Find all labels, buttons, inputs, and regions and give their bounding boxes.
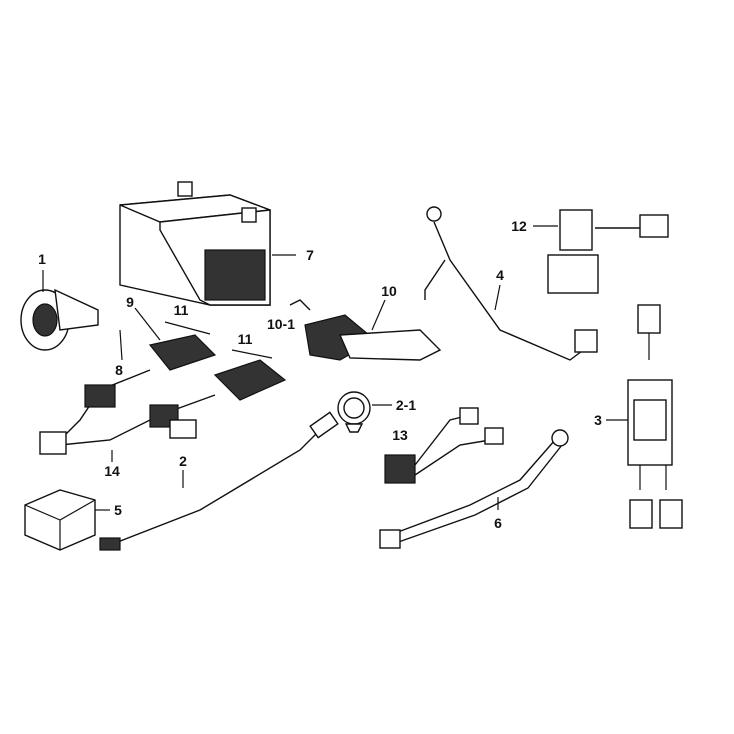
callout-7: 7: [306, 247, 314, 263]
relay-bracket-10: [289, 299, 442, 361]
callout-2: 2: [179, 453, 187, 469]
battery-cable-6: [379, 429, 569, 549]
callout-14: 14: [104, 463, 120, 479]
callout-13: 13: [392, 427, 408, 443]
callout-5: 5: [114, 502, 122, 518]
relay-box-5: [24, 489, 110, 551]
battery: [119, 181, 296, 306]
callout-4: 4: [496, 267, 504, 283]
bolt-8: [119, 329, 123, 361]
regulator-harness: [39, 369, 216, 462]
callout-10: 10: [381, 283, 397, 299]
relay-3: [606, 304, 683, 529]
regulator-9: [134, 307, 287, 401]
callout-6: 6: [494, 515, 502, 531]
callout-10-1: 10-1: [266, 316, 296, 332]
ground-cable-4: [424, 206, 598, 361]
harness-13: [384, 407, 504, 484]
callout-2-1: 2-1: [395, 397, 417, 413]
callout-3: 3: [594, 412, 602, 428]
callout-11b: 11: [237, 331, 253, 347]
callout-8: 8: [115, 362, 123, 378]
socket-cable-2: [99, 411, 339, 551]
callout-12: 12: [511, 218, 527, 234]
relay-12: [533, 209, 669, 294]
callout-9: 9: [126, 294, 134, 310]
horn: [20, 270, 99, 351]
callout-1: 1: [38, 251, 46, 267]
callout-11a: 11: [173, 302, 189, 318]
socket-2-1: [337, 391, 392, 433]
